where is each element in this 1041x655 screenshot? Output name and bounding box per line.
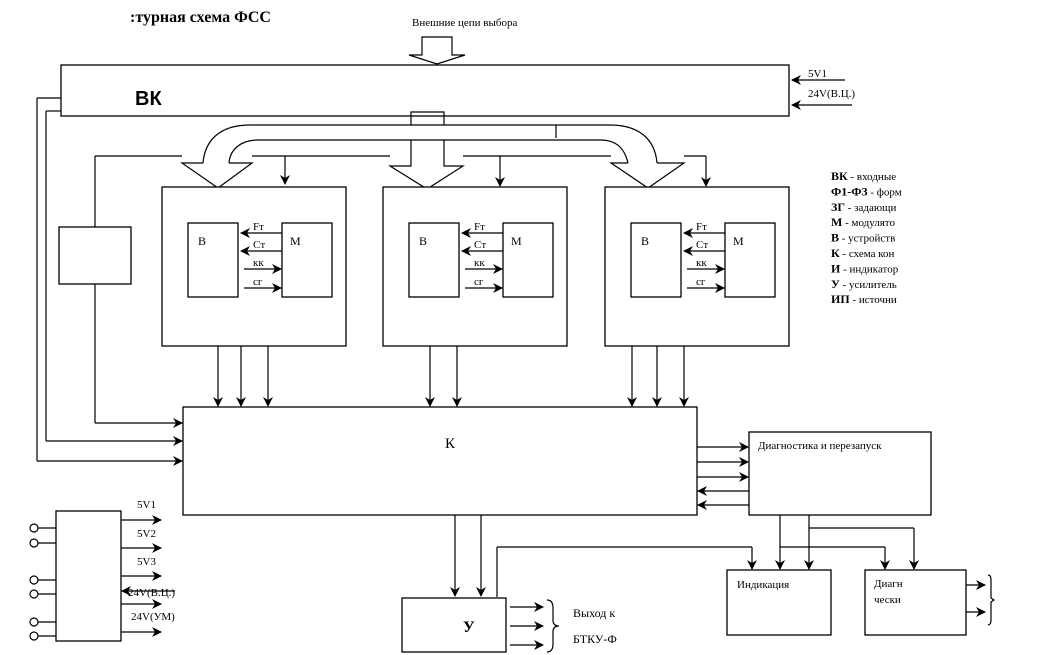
signal-label: кк [696, 257, 707, 269]
power-output-label: 5V1 [137, 499, 156, 511]
legend-item: К - схема кон [831, 246, 895, 260]
indication-label: Индикация [737, 579, 789, 591]
k-block [182, 406, 698, 516]
terminal-icon [29, 575, 39, 585]
output-label-2: БТКУ-Ф [573, 632, 617, 646]
k-label: К [445, 436, 456, 452]
legend-item: И - индикатор [831, 261, 899, 275]
indication-block [726, 569, 832, 636]
amplifier-label: У [463, 619, 475, 636]
modulator-block [502, 222, 554, 298]
modulator-label: М [290, 234, 301, 248]
signal-label: Fт [474, 221, 485, 233]
signal-label: Cт [253, 239, 265, 251]
external-input-arrow [408, 36, 466, 65]
modulator-block [724, 222, 776, 298]
diagnostic-block-2 [864, 569, 967, 636]
signal-label: Fт [253, 221, 264, 233]
signal-label: Cт [696, 239, 708, 251]
legend-item: ЗГ - задающи [831, 200, 897, 214]
terminal-icon [29, 523, 39, 533]
legend-item: М - модулято [831, 215, 895, 229]
selector-label: В [641, 234, 649, 248]
signal-label: сг [474, 276, 484, 288]
legend-item: В - устройств [831, 231, 895, 245]
output-brace [546, 599, 560, 653]
amplifier-block [401, 597, 507, 653]
terminal-icon [29, 538, 39, 548]
vk-input-24v-label: 24V(В.Ц.) [808, 88, 855, 100]
power-inputs [29, 523, 56, 641]
selector-label: В [198, 234, 206, 248]
diagnostics-block [748, 431, 932, 516]
power-outputs: 5V1 5V2 5V3 24V(В.Ц.) 24V(УМ) [121, 499, 175, 637]
modulator-label: М [511, 234, 522, 248]
power-output-label: 24V(УМ) [131, 611, 175, 623]
power-supply-block [55, 510, 122, 642]
power-output-label: 24V(В.Ц.) [128, 587, 175, 599]
selector-block [187, 222, 239, 298]
vk-label: ВК [135, 88, 162, 110]
signal-label: Fт [696, 221, 707, 233]
output-label-1: Выход к [573, 606, 615, 620]
signal-label: сг [696, 276, 706, 288]
diagram-title: :турная схема ФСС [130, 9, 271, 26]
modulator-block [281, 222, 333, 298]
selector-label: В [419, 234, 427, 248]
side-block [58, 226, 132, 285]
power-output-label: 5V2 [137, 528, 156, 540]
terminal-icon [29, 631, 39, 641]
signal-label: кк [474, 257, 485, 269]
vk-block [60, 64, 790, 117]
bus-arrow [180, 111, 686, 190]
terminal-icon [29, 617, 39, 627]
signal-label: кк [253, 257, 264, 269]
signal-label: сг [253, 276, 263, 288]
vk-input-5v1-label: 5V1 [808, 68, 827, 80]
modulator-label: М [733, 234, 744, 248]
terminal-icon [29, 589, 39, 599]
external-circuits-label: Внешние цепи выбора [412, 17, 517, 29]
diagnostic-2-label-1: Диагн [874, 578, 903, 590]
signal-label: Cт [474, 239, 486, 251]
power-output-label: 5V3 [137, 556, 156, 568]
legend-item: Ф1-Ф3 - форм [831, 184, 902, 198]
diagnostic-2-label-2: чески [874, 594, 901, 606]
selector-block [630, 222, 682, 298]
legend-item: ВК - входные [831, 169, 896, 183]
selector-block [408, 222, 460, 298]
legend-item: У - усилитель [831, 277, 897, 291]
diagnostics-label: Диагностика и перезапуск [758, 440, 882, 452]
legend-item: ИП - источни [831, 292, 897, 306]
